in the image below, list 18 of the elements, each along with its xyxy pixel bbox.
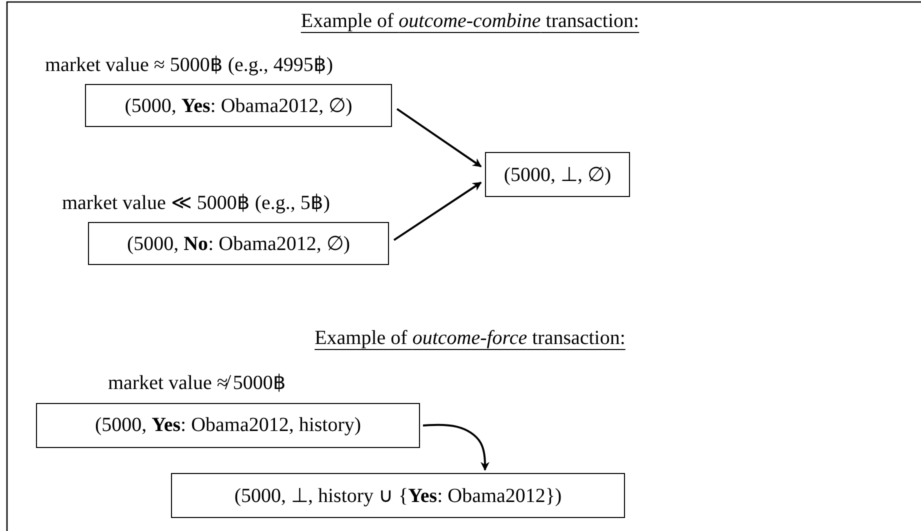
market-value-caption: market value ≉ 5000฿ xyxy=(108,371,286,395)
tuple-text: (5000, ⊥, ∅) xyxy=(504,163,612,187)
tuple-box xyxy=(171,473,625,518)
market-value-caption: market value ≈ 5000฿ (e.g., 4995฿) xyxy=(45,53,334,77)
section-heading: Example of outcome-combine transaction: xyxy=(300,10,640,33)
tuple-box xyxy=(88,222,389,265)
section-heading: Example of outcome-force transaction: xyxy=(314,327,626,350)
tuple-text: (5000, No: Obama2012, ∅) xyxy=(126,232,350,256)
market-value-caption: market value ≪ 5000฿ (e.g., 5฿) xyxy=(62,191,330,215)
tuple-box xyxy=(485,152,630,197)
tuple-box xyxy=(36,403,420,448)
tuple-text: (5000, ⊥, history ∪ {Yes: Obama2012}) xyxy=(234,484,562,508)
tuple-text: (5000, Yes: Obama2012, ∅) xyxy=(124,94,352,118)
arrow xyxy=(396,108,482,168)
tuple-text: (5000, Yes: Obama2012, history) xyxy=(94,414,362,437)
tuple-box xyxy=(85,84,392,127)
arrow xyxy=(393,182,482,241)
arrow xyxy=(422,424,490,471)
